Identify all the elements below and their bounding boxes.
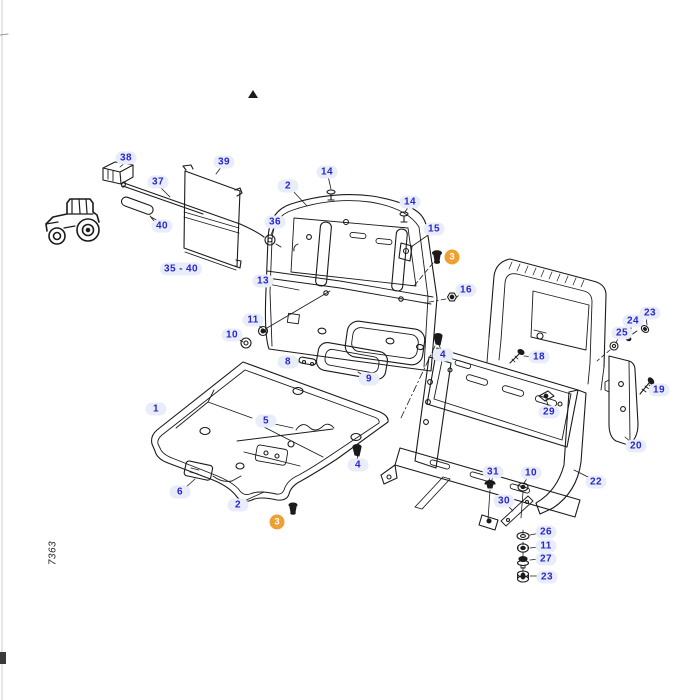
seat-pan	[151, 361, 389, 503]
arrow-marker	[248, 90, 258, 98]
hardware-stack	[516, 529, 530, 583]
callout-2[interactable]: 2	[277, 179, 299, 193]
callout-22[interactable]: 22	[585, 475, 607, 489]
part-4-screw-left	[352, 443, 362, 457]
callout-11[interactable]: 11	[535, 539, 557, 553]
callout-39[interactable]: 39	[213, 155, 235, 169]
callout-11[interactable]: 11	[242, 313, 264, 327]
part-8-bracket	[298, 356, 317, 367]
part-38-connector	[102, 161, 134, 185]
callout-26[interactable]: 26	[535, 525, 557, 539]
callout-24[interactable]: 24	[622, 314, 644, 328]
callout-36[interactable]: 36	[264, 215, 286, 229]
part-3-rivet-lower	[288, 502, 298, 515]
callout-8[interactable]: 8	[277, 355, 299, 369]
part-37-rod	[121, 181, 265, 238]
part-19-screw	[639, 377, 655, 395]
callout-35-40[interactable]: 35 - 40	[160, 262, 202, 276]
callout-31[interactable]: 31	[482, 465, 504, 479]
part-23-nut-upper	[596, 325, 650, 362]
callout-29[interactable]: 29	[538, 405, 560, 419]
callout-38[interactable]: 38	[115, 151, 137, 165]
tractor-icon	[45, 198, 100, 245]
callout-14[interactable]: 14	[316, 165, 338, 179]
part-4-screw-right	[399, 332, 443, 421]
callout-6[interactable]: 6	[169, 485, 191, 499]
part-10-washer-left	[240, 337, 252, 349]
part-30-strip	[500, 495, 534, 527]
part-18-screw	[509, 348, 525, 364]
callout-2[interactable]: 2	[227, 498, 249, 512]
support-hoop	[486, 258, 607, 391]
callout-15[interactable]: 15	[423, 222, 445, 236]
callout-3[interactable]: 3	[269, 514, 285, 530]
part-6-box	[183, 460, 242, 482]
callout-16[interactable]: 16	[455, 283, 477, 297]
callout-18[interactable]: 18	[528, 350, 550, 364]
callout-37[interactable]: 37	[147, 175, 169, 189]
part-29-clamp	[538, 390, 555, 402]
callout-23[interactable]: 23	[639, 306, 661, 320]
callout-4[interactable]: 4	[432, 348, 454, 362]
callout-14[interactable]: 14	[399, 195, 421, 209]
part-3-rivet-upper	[413, 250, 443, 287]
part-15-bracket	[398, 242, 413, 262]
callout-23[interactable]: 23	[536, 570, 558, 584]
callout-27[interactable]: 27	[535, 552, 557, 566]
part-20-plate	[604, 355, 639, 446]
part-9-bezel	[315, 342, 389, 380]
callout-3[interactable]: 3	[444, 249, 460, 265]
callout-30[interactable]: 30	[493, 494, 515, 508]
part-25-washer	[609, 341, 619, 351]
callout-20[interactable]: 20	[625, 439, 647, 453]
callout-19[interactable]: 19	[648, 383, 670, 397]
part-14-clips	[326, 189, 409, 223]
part-31-bolt	[484, 480, 496, 521]
callout-25[interactable]: 25	[611, 326, 633, 340]
part-39-panel	[182, 164, 243, 271]
callout-40[interactable]: 40	[151, 219, 173, 233]
callout-5[interactable]: 5	[255, 414, 277, 428]
sheet-number: 7363	[47, 540, 59, 566]
callout-9[interactable]: 9	[358, 372, 380, 386]
callout-13[interactable]: 13	[252, 274, 274, 288]
part-11-nut-left	[257, 290, 331, 337]
callout-4[interactable]: 4	[347, 458, 369, 472]
base-frame	[380, 347, 581, 531]
callout-10[interactable]: 10	[221, 328, 243, 342]
callout-1[interactable]: 1	[145, 402, 167, 416]
part-22-bracket	[535, 389, 587, 515]
part-10-nut-right	[517, 482, 529, 519]
page-edge	[0, 0, 9, 700]
callout-10[interactable]: 10	[520, 466, 542, 480]
part-16-nut	[423, 292, 458, 304]
